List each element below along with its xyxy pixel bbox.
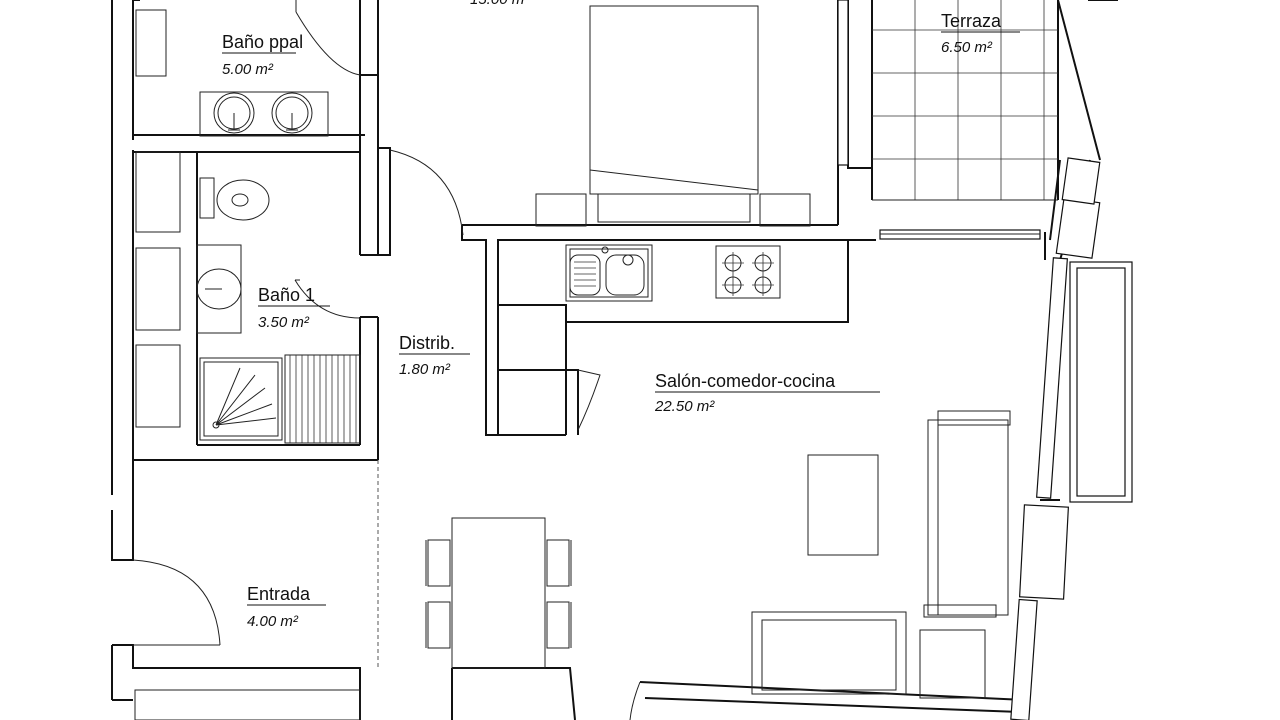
terrace-tiles [872, 0, 1058, 201]
salon-name: Salón-comedor-cocina [655, 371, 836, 391]
entrada-area: 4.00 m² [247, 613, 299, 630]
bano-1-name: Baño 1 [258, 285, 315, 305]
terraza-area: 6.50 m² [941, 39, 993, 56]
room-labels: 15.00 m² Baño ppal 5.00 m² Terraza 6.50 … [222, 0, 1020, 630]
walls [111, 0, 1118, 720]
terraza-name: Terraza [941, 11, 1002, 31]
distrib-area: 1.80 m² [399, 361, 451, 378]
fixtures [134, 5, 1011, 720]
bano-ppal-area: 5.00 m² [222, 61, 274, 78]
bedroom-area: 15.00 m² [470, 0, 530, 8]
bano-ppal-name: Baño ppal [222, 32, 303, 52]
windows [837, 0, 1133, 720]
shower-grille [284, 354, 361, 444]
entrada-name: Entrada [247, 584, 311, 604]
salon-area: 22.50 m² [654, 398, 715, 415]
doors [132, 0, 641, 720]
distrib-name: Distrib. [399, 333, 455, 353]
bano-1-area: 3.50 m² [258, 314, 310, 331]
